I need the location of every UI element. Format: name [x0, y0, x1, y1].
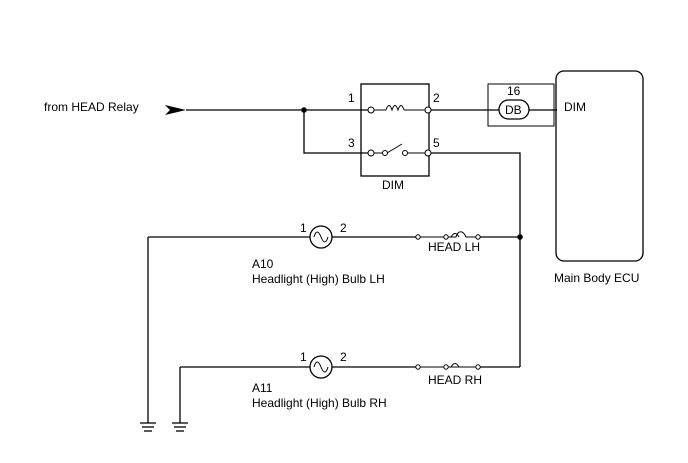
ecu-name: Main Body ECU: [554, 271, 639, 285]
wire-pin5-vertical: [431, 152, 521, 367]
fuse-rh-label: HEAD RH: [428, 373, 482, 387]
bulb-lh-code: A10: [252, 257, 274, 271]
relay-name: DIM: [382, 178, 404, 192]
relay-pin-1: [367, 106, 375, 114]
relay-pin-2: [424, 106, 432, 114]
ground-icon: [172, 422, 188, 432]
fuse-lh-label: HEAD LH: [428, 240, 480, 254]
bulb-lh-name: Headlight (High) Bulb LH: [252, 272, 385, 286]
bulb-rh-pin2: 2: [340, 350, 347, 364]
relay-pin-3-label: 3: [348, 136, 355, 150]
bulb-rh-name: Headlight (High) Bulb RH: [252, 396, 387, 410]
relay-pin-5: [424, 149, 432, 157]
bulb-rh-code: A11: [252, 381, 273, 395]
relay-pin-5-label: 5: [433, 136, 440, 150]
bulb-lh-pin2: 2: [340, 221, 347, 235]
dim-relay-box: [360, 83, 430, 177]
ecu-box: [555, 70, 644, 262]
ground-icon: [140, 422, 156, 432]
wire-to-pin3: [303, 110, 370, 154]
bulb-lh-pin1: 1: [300, 221, 307, 235]
relay-pin-1-label: 1: [348, 91, 355, 105]
connector-name: DB: [505, 103, 522, 117]
fuse-rh-icon: [450, 363, 460, 368]
switch-icon: [386, 143, 403, 154]
coil-icon: [385, 105, 405, 112]
source-label: from HEAD Relay: [44, 100, 139, 114]
switch-contact: [382, 150, 388, 156]
ecu-terminal: DIM: [564, 100, 586, 114]
relay-pin-3: [367, 149, 375, 157]
relay-pin-2-label: 2: [433, 91, 440, 105]
arrow-icon: [165, 105, 186, 115]
connector-pin: 16: [507, 84, 521, 98]
connector-outline: [487, 83, 555, 127]
switch-contact: [402, 150, 408, 156]
fuse-lh-icon: [450, 233, 460, 238]
bulb-rh-pin1: 1: [300, 350, 307, 364]
